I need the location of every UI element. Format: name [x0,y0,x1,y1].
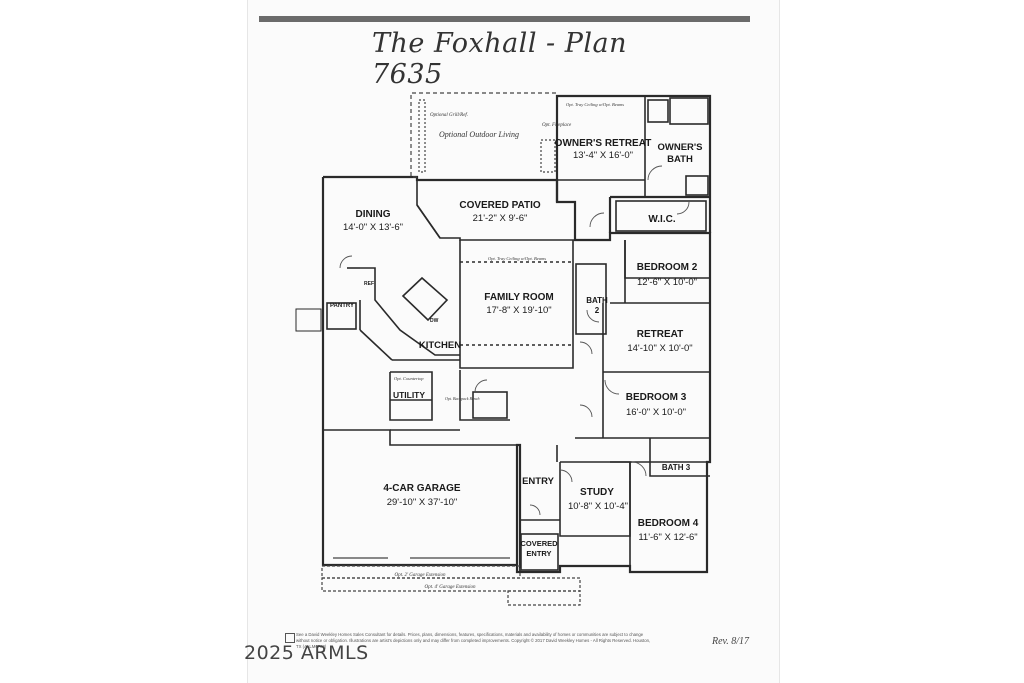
family-room-dims: 17'-8" X 19'-10" [486,305,551,316]
plan-title: The Foxhall - Plan 7635 [372,28,628,90]
wic-label: W.I.C. [648,214,675,225]
header-bar [259,16,750,22]
dining-dims: 14'-0" X 13'-6" [343,222,403,233]
bath-3-label: BATH 3 [662,463,691,472]
garage-label: 4-CAR GARAGE [383,483,461,494]
garage-dims: 29'-10" X 37'-10" [387,497,458,508]
opt-countertop-note: Opt. Countertop [394,376,424,381]
plan-notes: Optional Outdoor Living Optional Grill/R… [364,102,624,590]
covered-patio-dims: 21'-2" X 9'-6" [473,213,528,224]
interior-walls [295,96,710,572]
owners-bath-label-1: OWNER'S [657,142,702,153]
legal-disclaimer: See a David Weekley Homes Sales Consulta… [296,632,651,649]
plan-sheet [247,0,780,683]
bedroom-2-label: BEDROOM 2 [637,262,698,273]
dining-label: DINING [356,209,391,220]
retreat-label: RETREAT [637,329,683,340]
optional-outdoor-living-outline [410,92,557,178]
opt-backpack-bench-note: Opt. Backpack Bench [445,396,480,401]
door-swings [339,165,690,516]
entry-label: ENTRY [522,476,555,487]
garage-extensions [321,557,581,606]
utility-label: UTILITY [393,390,425,400]
equal-housing-icon [285,633,295,643]
garage-ext-4-note: Opt. 4' Garage Extension [424,585,476,590]
room-labels: OWNER'S RETREAT 13'-4" X 16'-0" OWNER'S … [330,138,703,558]
bedroom-4-dims: 11'-6" X 12'-6" [638,532,697,543]
bath-2-label-2: 2 [595,306,600,315]
covered-entry-label-2: ENTRY [526,549,551,558]
owners-retreat-dims: 13'-4" X 16'-0" [573,150,633,161]
tray-ceiling-family-note: Opt. Tray Ceiling w/Opt. Beams [488,256,546,261]
dw-note: DW [430,318,439,324]
retreat-dims: 14'-10" X 10'-0" [627,343,692,354]
garage-ext-2-note: Opt. 2' Garage Extension [394,573,446,578]
optional-grill-note: Optional Grill/Ref. [430,113,468,118]
owners-bath-label-2: BATH [667,154,693,165]
pantry-label: PANTRY [330,303,354,309]
tray-ceiling-owner-note: Opt. Tray Ceiling w/Opt. Beams [566,102,624,107]
covered-patio-label: COVERED PATIO [459,200,541,211]
bedroom-3-label: BEDROOM 3 [626,392,687,403]
owners-retreat-label: OWNER'S RETREAT [555,138,652,149]
opt-fireplace-note: Opt. Fireplace [542,123,572,128]
watermark: 2025 ARMLS [244,642,369,664]
ref-note: REF [364,281,374,287]
study-label: STUDY [580,487,614,498]
bedroom-4-label: BEDROOM 4 [638,518,699,529]
covered-entry-label-1: COVERED [520,539,558,548]
bedroom-2-dims: 12'-6" X 10'-0" [637,277,697,288]
bedroom-3-dims: 16'-0" X 10'-0" [626,407,686,418]
study-dims: 10'-8" X 10'-4" [568,501,628,512]
family-room-label: FAMILY ROOM [484,292,553,303]
bath-2-label-1: BATH [586,296,608,305]
optional-outdoor-living-note: Optional Outdoor Living [439,130,519,139]
kitchen-label: KITCHEN [419,340,461,351]
revision-date: Rev. 8/17 [712,636,750,647]
